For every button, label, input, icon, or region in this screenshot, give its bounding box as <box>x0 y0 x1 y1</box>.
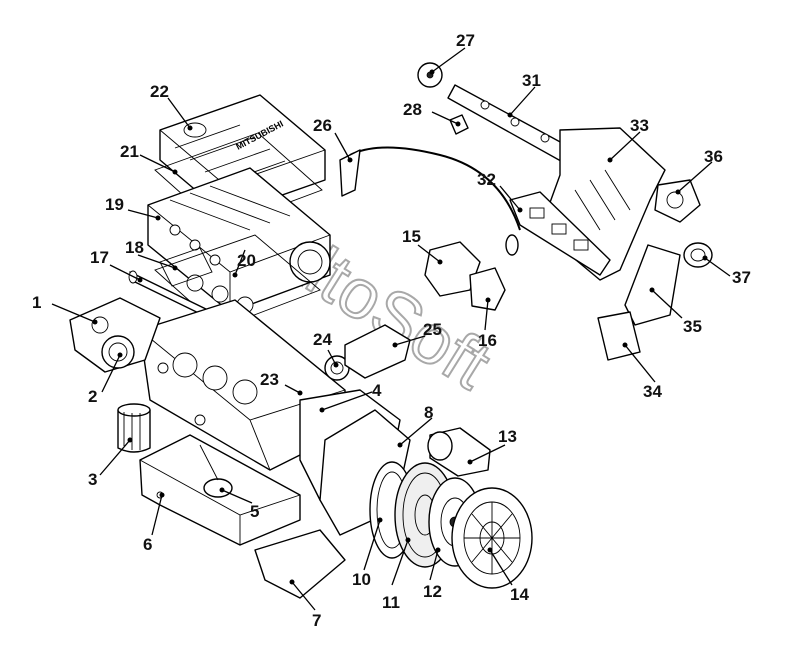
callout-32: 32 <box>477 170 496 189</box>
callout-34: 34 <box>643 382 662 401</box>
callout-14: 14 <box>510 585 529 604</box>
callout-27: 27 <box>456 31 475 50</box>
callout-24: 24 <box>313 330 332 349</box>
callout-11: 11 <box>382 593 400 612</box>
callout-leaders <box>51 47 731 611</box>
pressure-plate[interactable] <box>451 487 533 589</box>
pressure-regulator[interactable] <box>417 62 443 88</box>
callout-36: 36 <box>704 147 723 166</box>
callout-15: 15 <box>402 227 421 246</box>
callout-20: 20 <box>237 251 256 270</box>
callout-17: 17 <box>90 248 109 267</box>
engine-mount-bracket[interactable] <box>254 529 346 599</box>
callout-23: 23 <box>260 370 279 389</box>
intake-manifold-gasket <box>509 191 611 276</box>
callout-21: 21 <box>120 142 139 161</box>
callout-1: 1 <box>32 293 41 312</box>
starter-motor[interactable] <box>427 427 491 477</box>
callout-13: 13 <box>498 427 517 446</box>
callout-33: 33 <box>630 116 649 135</box>
water-outlet-fitting[interactable] <box>344 324 411 379</box>
distributor-cap[interactable] <box>469 267 506 311</box>
manifold-support-bracket <box>624 244 681 326</box>
callout-7: 7 <box>312 611 321 630</box>
oil-strainer[interactable] <box>199 444 233 498</box>
throttle-body[interactable] <box>654 179 701 223</box>
callout-8: 8 <box>424 403 433 422</box>
callout-18: 18 <box>125 238 144 257</box>
callout-5: 5 <box>250 502 259 521</box>
callout-labels: 1 2 3 4 5 6 7 8 10 11 12 13 14 15 16 17 … <box>32 31 751 630</box>
idle-air-control-valve[interactable] <box>683 242 713 268</box>
callout-37: 37 <box>732 268 751 287</box>
callout-10: 10 <box>352 570 371 589</box>
callout-22: 22 <box>150 82 169 101</box>
callout-35: 35 <box>683 317 702 336</box>
callout-26: 26 <box>313 116 332 135</box>
callout-4: 4 <box>372 381 382 400</box>
oil-filter[interactable] <box>117 403 151 453</box>
distributor[interactable] <box>424 241 481 297</box>
callout-19: 19 <box>105 195 124 214</box>
callout-16: 16 <box>478 331 497 350</box>
callout-12: 12 <box>423 582 442 601</box>
ignition-lead[interactable] <box>339 146 521 256</box>
callout-31: 31 <box>522 71 541 90</box>
callout-2: 2 <box>88 387 97 406</box>
callout-25: 25 <box>423 320 442 339</box>
oil-pump[interactable] <box>101 335 135 369</box>
intake-gasket <box>159 247 213 287</box>
callout-28: 28 <box>403 100 422 119</box>
mounting-bracket <box>597 311 641 361</box>
callout-3: 3 <box>88 470 97 489</box>
callout-6: 6 <box>143 535 152 554</box>
